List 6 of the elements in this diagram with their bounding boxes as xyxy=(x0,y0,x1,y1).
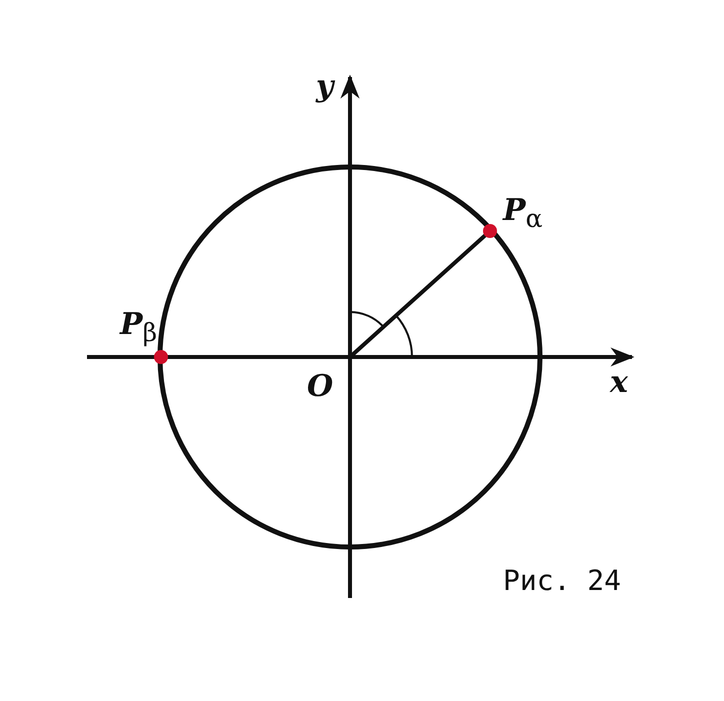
point-label: P$_{α}$ xyxy=(503,196,542,231)
figure-caption: Рис. 24 xyxy=(503,567,622,595)
origin-label: O xyxy=(307,372,334,402)
axis-label: y xyxy=(316,72,334,102)
point-label: P$_{β}$ xyxy=(120,310,158,345)
axis-label: x xyxy=(610,368,628,398)
